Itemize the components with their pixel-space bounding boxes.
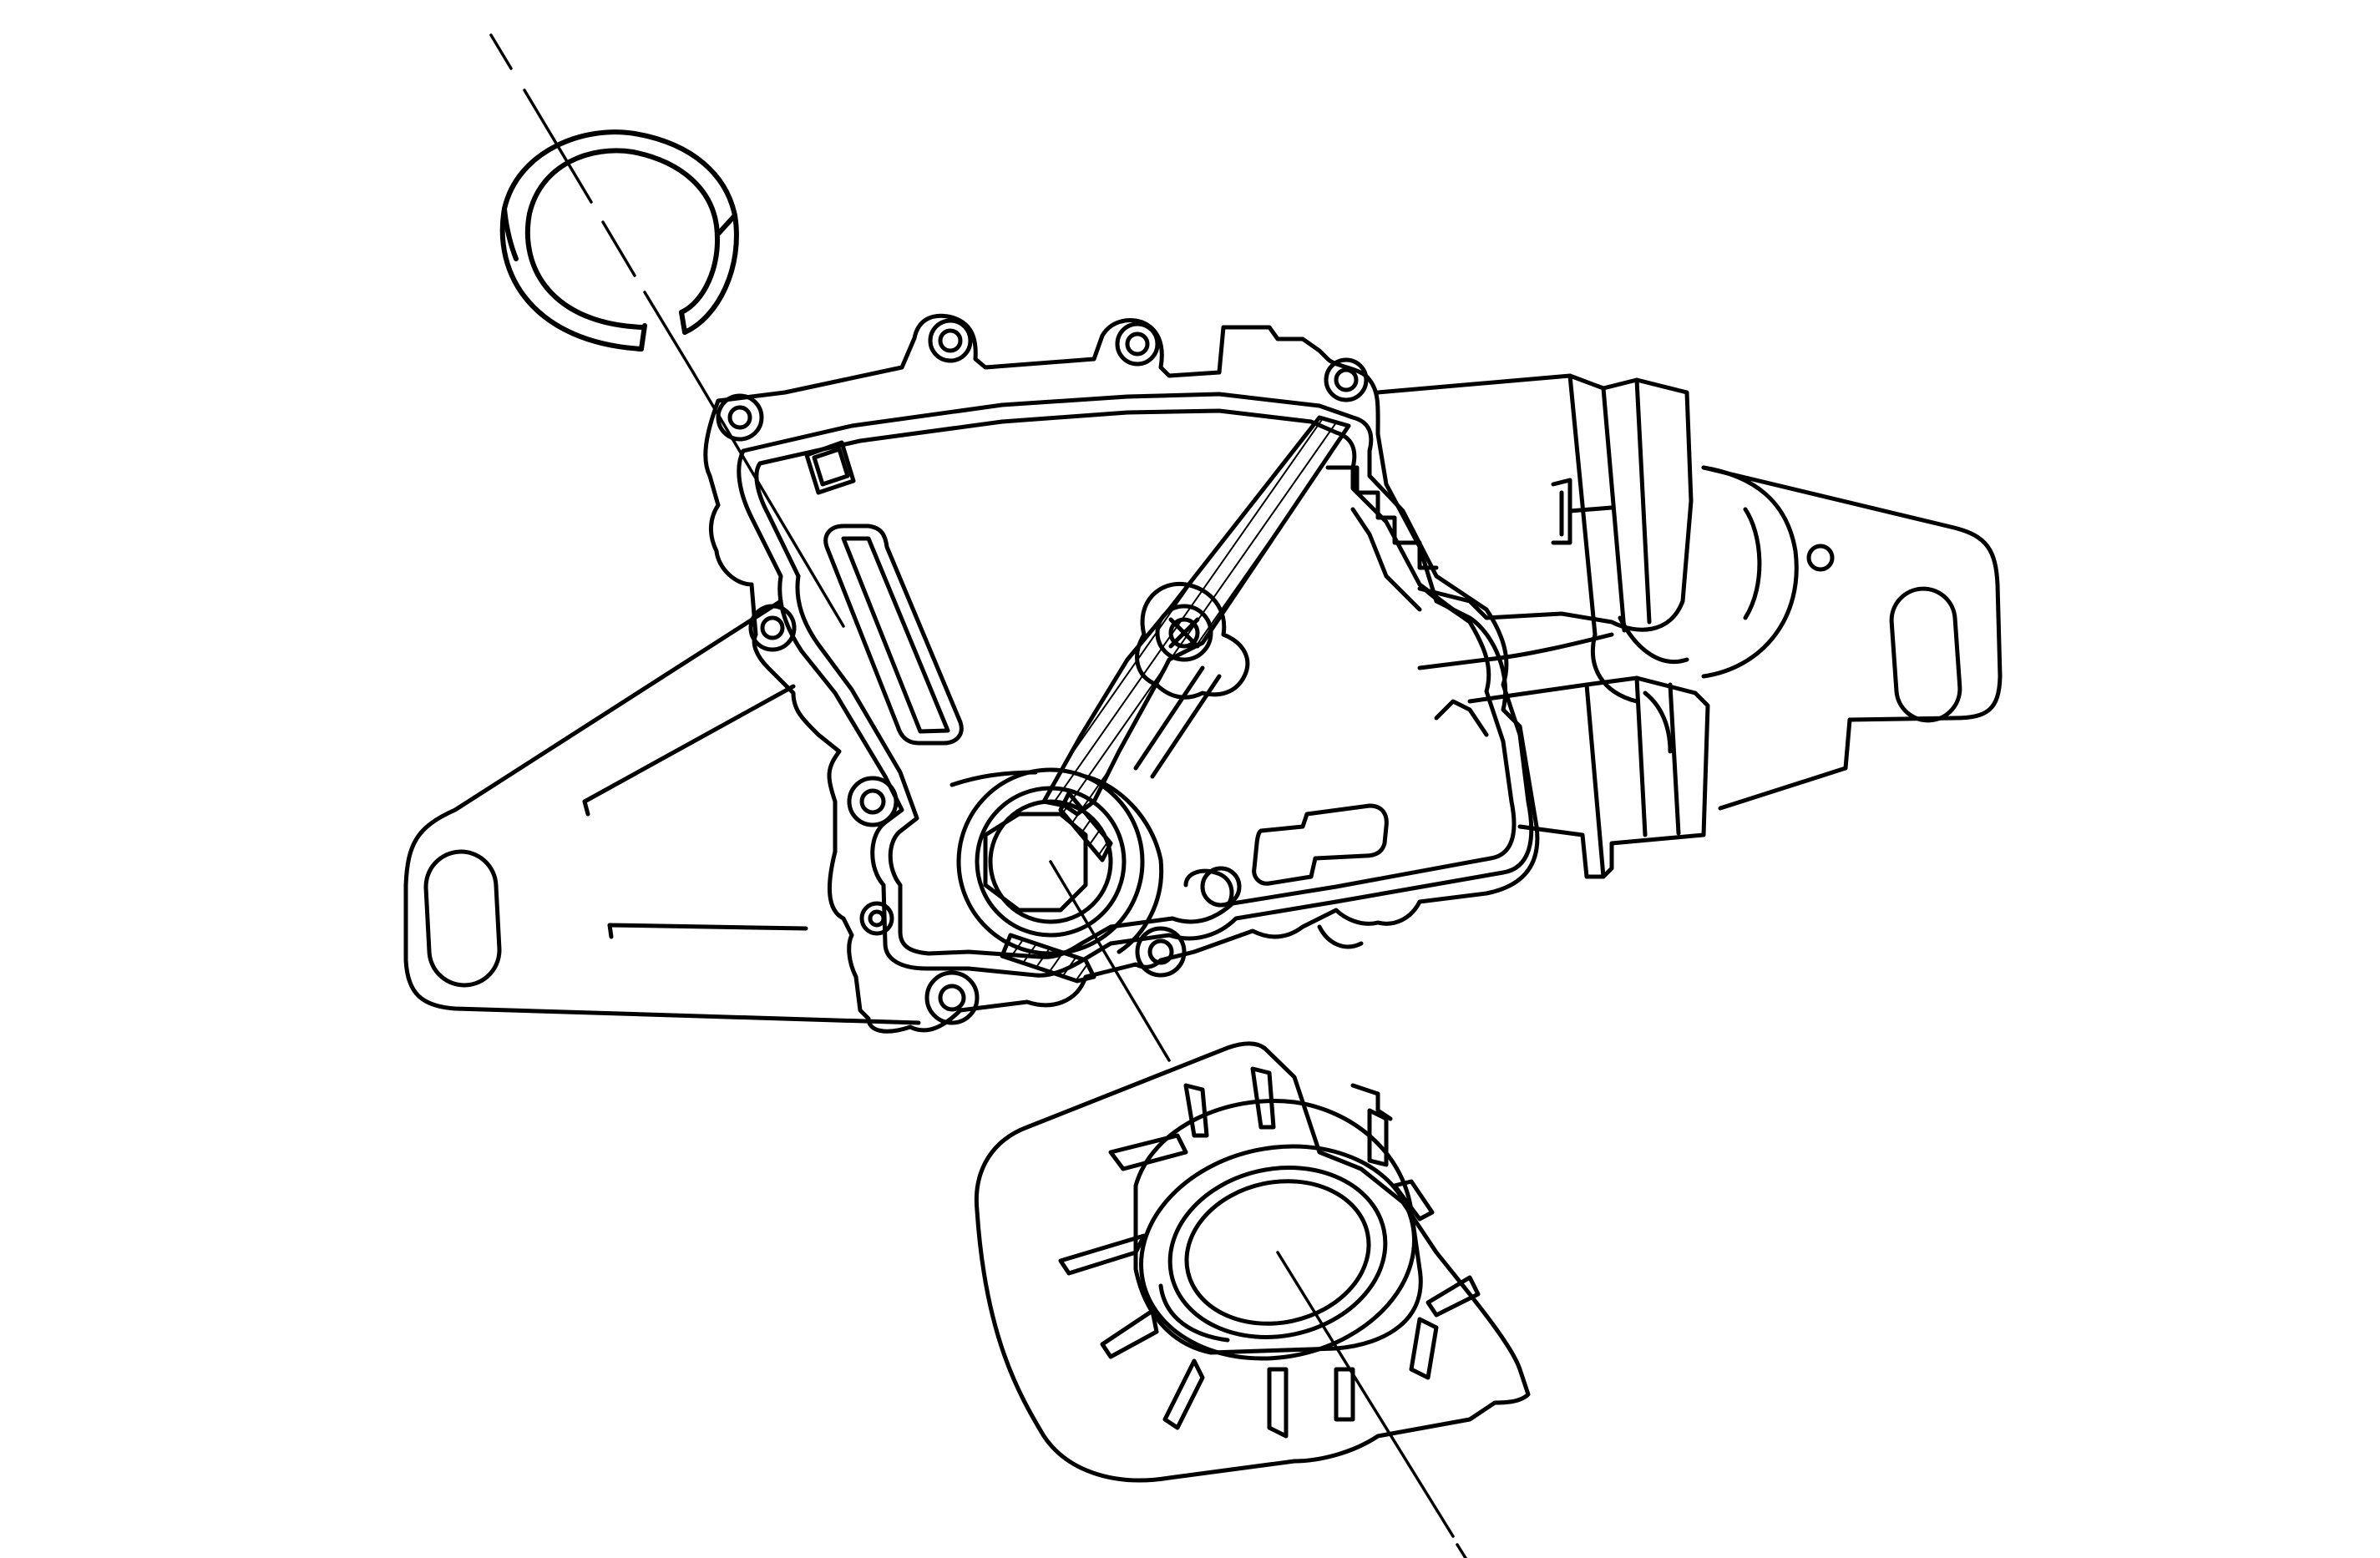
center-axis-lower xyxy=(1049,860,1468,1558)
shaft-bore xyxy=(949,767,1164,984)
retaining-ring xyxy=(499,129,739,352)
connector-housing-lower xyxy=(1417,632,1710,879)
mounting-bracket xyxy=(403,599,921,1025)
right-bracket xyxy=(1701,465,2003,811)
switch-body xyxy=(703,313,1540,1034)
seal-installer xyxy=(974,1041,1531,1483)
center-axis-upper xyxy=(489,33,845,628)
electrical-connector xyxy=(1375,373,1694,704)
